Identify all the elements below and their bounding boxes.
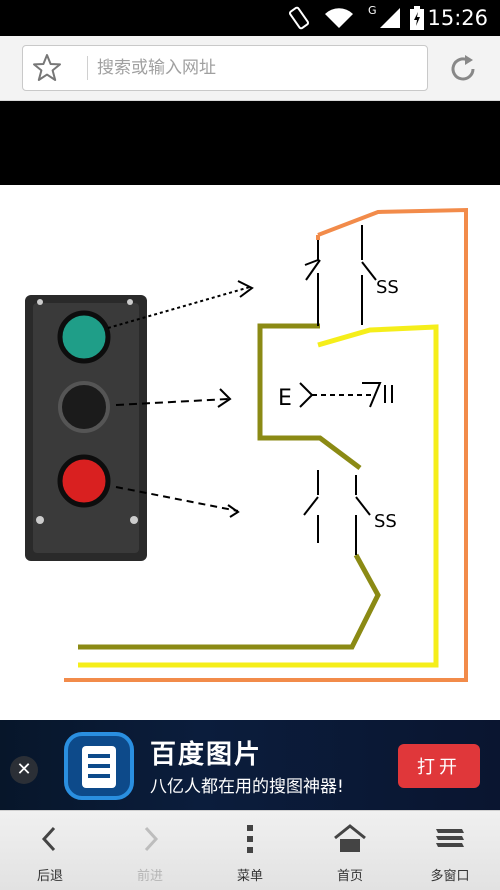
diagram-svg: SS E SS [25,207,468,682]
status-bar: G 15:26 [0,0,500,36]
ss-label-bottom: SS [374,511,397,532]
ad-banner[interactable]: ✕ 百度图片 八亿人都在用的搜图神器! 打开 [0,720,500,810]
page-header-band [0,101,500,185]
toolbar-back[interactable]: 后退 [0,811,100,890]
star-icon[interactable] [31,52,63,88]
clock: 15:26 [427,6,488,30]
search-input[interactable] [95,52,419,84]
toolbar-menu[interactable]: 菜单 [200,811,300,890]
home-icon [334,824,366,852]
bottom-toolbar: 后退 前进 菜单 首页 多窗口 [0,810,500,890]
yellow-wire [78,324,439,668]
browser-address-bar [0,36,500,101]
ad-slogan: 八亿人都在用的搜图神器! [150,777,344,797]
signal-icon [378,6,402,34]
rotate-lock-icon [288,6,310,34]
wiring-diagram-image: SS E SS [0,185,500,720]
open-app-button[interactable]: 打开 [398,744,480,788]
refresh-icon[interactable] [446,52,480,90]
toolbar-back-label: 后退 [36,869,63,884]
back-arrow-icon [41,826,56,852]
toolbar-windows-label: 多窗口 [430,869,470,884]
forward-arrow-icon [144,826,159,852]
olive-wire-top [257,323,362,470]
toolbar-home-label: 首页 [336,869,363,884]
black-button [58,381,110,433]
toolbar-home[interactable]: 首页 [300,811,400,890]
url-divider [87,56,88,80]
orange-wire [64,207,468,682]
network-type-label: G [368,4,377,17]
toolbar-forward-label: 前进 [136,869,163,884]
wifi-icon [324,6,354,34]
toolbar-windows[interactable]: 多窗口 [400,811,500,890]
battery-charging-icon [410,6,424,34]
menu-dots-icon [247,825,253,853]
close-ad-button[interactable]: ✕ [10,756,38,784]
ss-label-top: SS [376,277,399,298]
ad-brand: 百度图片 [150,740,263,770]
toolbar-menu-label: 菜单 [236,869,263,884]
baidu-image-logo-icon [60,730,138,806]
e-label: E [278,386,292,411]
red-button [57,454,111,508]
url-box[interactable] [22,45,428,91]
olive-wire-bottom [78,553,381,650]
toolbar-forward[interactable]: 前进 [100,811,200,890]
windows-icon [436,829,464,847]
green-button [57,310,111,364]
